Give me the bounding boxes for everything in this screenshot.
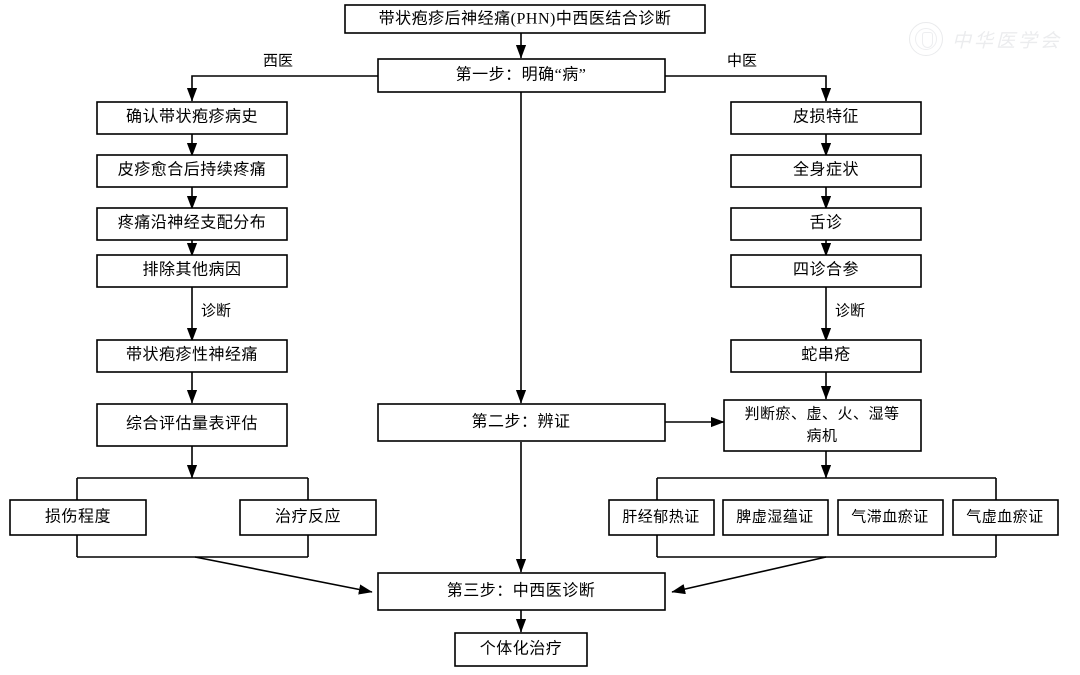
node-step3-label: 第三步：中西医诊断: [447, 582, 596, 600]
node-w4-label: 排除其他病因: [142, 261, 241, 279]
node-s4[interactable]: 气虚血瘀证: [952, 499, 1059, 536]
edge-label-layer: 西医 中医 诊断 诊断: [201, 52, 865, 319]
edge-western-to-step3: [194, 556, 373, 595]
node-c5[interactable]: 蛇串疮: [730, 339, 922, 373]
node-title-label: 带状疱疹后神经痛(PHN)中西医结合诊断: [379, 10, 672, 28]
node-c1[interactable]: 皮损特征: [730, 101, 922, 135]
node-w8[interactable]: 治疗反应: [239, 499, 377, 536]
edge-label-western-branch: 西医: [263, 53, 293, 69]
node-s3[interactable]: 气滞血瘀证: [837, 499, 944, 536]
node-w5-label: 带状疱疹性神经痛: [126, 346, 258, 364]
node-w7[interactable]: 损伤程度: [9, 499, 147, 536]
node-step2[interactable]: 第二步：辨证: [377, 403, 666, 442]
node-step1-label: 第一步：明确“病”: [456, 66, 587, 84]
connector-layer: [76, 32, 997, 633]
node-s1-label: 肝经郁热证: [622, 508, 700, 525]
node-w2-label: 皮疹愈合后持续疼痛: [118, 161, 267, 179]
node-c4-label: 四诊合参: [793, 261, 859, 279]
node-c6-label-line1: 判断瘀、虚、火、湿等: [744, 404, 899, 422]
node-title[interactable]: 带状疱疹后神经痛(PHN)中西医结合诊断: [344, 4, 706, 34]
edge-step1-to-chinese: [665, 75, 832, 102]
node-final-treatment[interactable]: 个体化治疗: [454, 632, 588, 667]
node-c2[interactable]: 全身症状: [730, 154, 922, 188]
node-w6-label: 综合评估量表评估: [126, 415, 258, 433]
edge-label-chinese-diagnose: 诊断: [835, 302, 865, 319]
node-s3-label: 气滞血瘀证: [851, 508, 929, 525]
edge-chinese-to-step3: [671, 556, 827, 595]
edge-label-chinese-branch: 中医: [727, 52, 757, 69]
node-w3-label: 疼痛沿神经支配分布: [118, 214, 267, 232]
node-step3[interactable]: 第三步：中西医诊断: [377, 572, 666, 611]
node-w1[interactable]: 确认带状疱疹病史: [96, 101, 288, 135]
node-step2-label: 第二步：辨证: [471, 413, 570, 431]
node-s2[interactable]: 脾虚湿蕴证: [722, 499, 829, 536]
node-c3-label: 舌诊: [809, 214, 842, 232]
node-c3[interactable]: 舌诊: [730, 207, 922, 241]
node-w7-label: 损伤程度: [45, 508, 111, 526]
node-layer: 带状疱疹后神经痛(PHN)中西医结合诊断 第一步：明确“病” 第二步：辨证 第三…: [9, 4, 1059, 667]
node-s4-label: 气虚血瘀证: [966, 508, 1044, 525]
node-w3[interactable]: 疼痛沿神经支配分布: [96, 207, 288, 241]
node-w4[interactable]: 排除其他病因: [96, 254, 288, 288]
node-c5-label: 蛇串疮: [801, 346, 851, 364]
node-w5[interactable]: 带状疱疹性神经痛: [96, 339, 288, 373]
node-step1[interactable]: 第一步：明确“病”: [377, 58, 666, 93]
node-c4[interactable]: 四诊合参: [730, 254, 922, 288]
node-w2[interactable]: 皮疹愈合后持续疼痛: [96, 154, 288, 188]
node-w1-label: 确认带状疱疹病史: [126, 108, 258, 126]
node-c6[interactable]: 判断瘀、虚、火、湿等 病机: [723, 399, 922, 452]
node-s2-label: 脾虚湿蕴证: [736, 508, 814, 525]
node-c1-label: 皮损特征: [793, 108, 859, 126]
node-c2-label: 全身症状: [793, 161, 859, 179]
node-c6-label-line2: 病机: [806, 427, 837, 444]
node-final-treatment-label: 个体化治疗: [480, 640, 563, 658]
node-s1[interactable]: 肝经郁热证: [608, 499, 715, 536]
edge-label-western-diagnose: 诊断: [201, 302, 231, 319]
node-w6[interactable]: 综合评估量表评估: [96, 403, 288, 447]
node-w8-label: 治疗反应: [275, 507, 341, 526]
edge-step1-to-western: [186, 75, 378, 102]
